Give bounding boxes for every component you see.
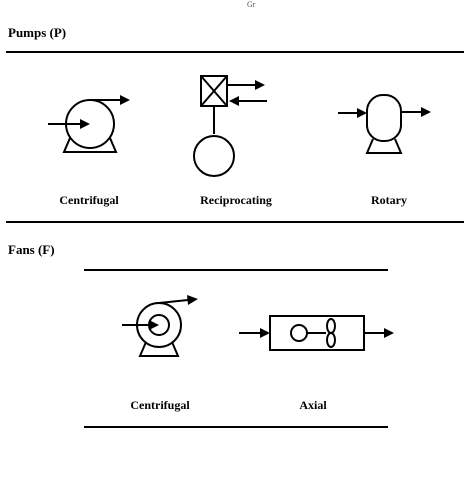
pumps-bottom-divider: [6, 221, 464, 223]
axial-fan-icon: [239, 315, 394, 351]
fan-label-centrifugal: Centrifugal: [130, 398, 190, 412]
centrifugal-pump-icon: [48, 95, 130, 153]
pump-label-reciprocating: Reciprocating: [200, 193, 272, 207]
centrifugal-fan-icon: [122, 295, 198, 357]
fans-section-title: Fans (F): [8, 242, 55, 257]
page-header-mark: Gr: [247, 0, 256, 9]
fans-bottom-divider: [84, 426, 388, 428]
rotary-pump-icon: [338, 94, 431, 154]
pumps-top-divider: [6, 51, 464, 53]
reciprocating-pump-icon: [193, 75, 267, 177]
fan-label-axial: Axial: [299, 398, 327, 412]
pump-label-rotary: Rotary: [371, 193, 407, 207]
fans-top-divider: [84, 269, 388, 271]
pump-label-centrifugal: Centrifugal: [59, 193, 119, 207]
pumps-section-title: Pumps (P): [8, 25, 67, 40]
